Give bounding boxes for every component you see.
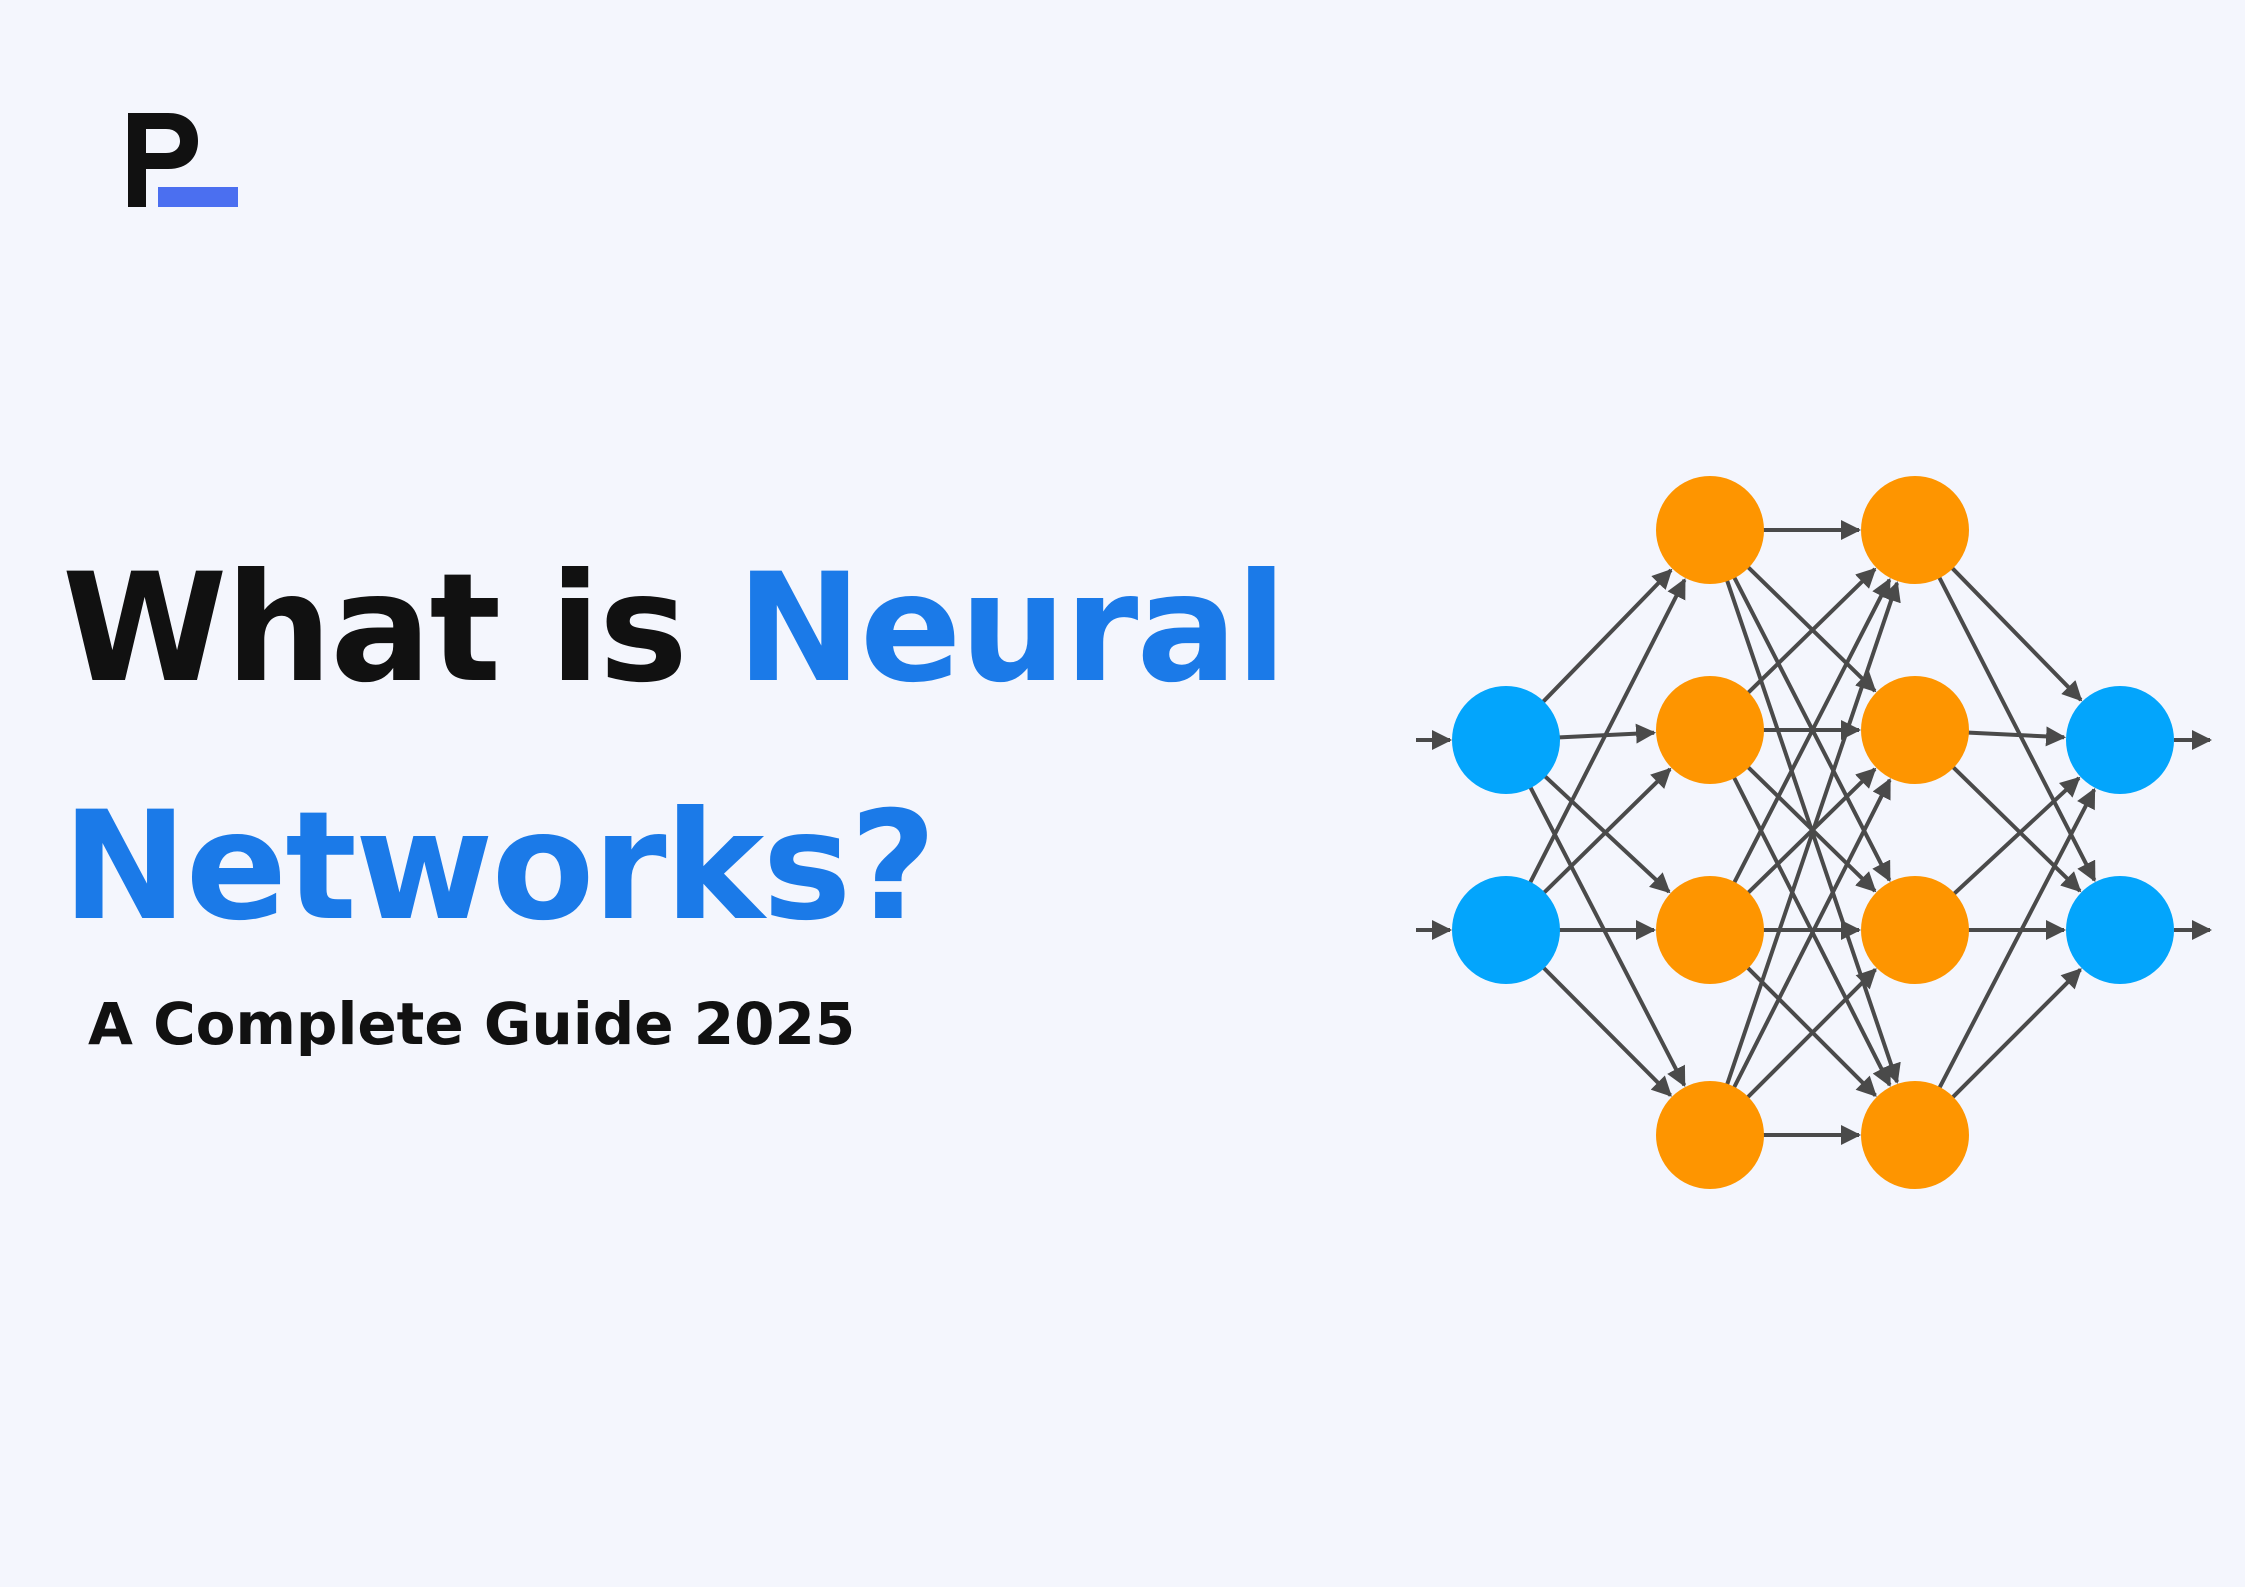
- connection-l1-n2-to-n1: [1527, 578, 1687, 886]
- connection-l3-n3-to-n1: [1951, 776, 2081, 897]
- connection-l2-n4-to-n1: [1724, 581, 1901, 1088]
- connection-l1-n2-to-n4: [1540, 964, 1672, 1097]
- hidden-1-node-3: [1656, 876, 1764, 984]
- hidden-1-node-4: [1656, 1081, 1764, 1189]
- hidden-2-node-1: [1861, 476, 1969, 584]
- hidden-2-node-4: [1861, 1081, 1969, 1189]
- connection-l2-n2-to-n1: [1745, 567, 1877, 696]
- output-node-2: [2066, 876, 2174, 984]
- title-accent-networks: Networks?: [62, 780, 937, 954]
- title-plain: What is: [62, 542, 737, 716]
- hidden-2-node-3: [1861, 876, 1969, 984]
- brand-logo: [128, 113, 238, 207]
- title-accent-neural: Neural: [736, 542, 1287, 716]
- input-node-1: [1452, 686, 1560, 794]
- hidden-1-node-1: [1656, 476, 1764, 584]
- connection-l3-n2-to-n2: [1950, 764, 2082, 893]
- logo-underline: [158, 187, 238, 207]
- connection-l3-n4-to-n2: [1949, 968, 2082, 1101]
- connection-l2-n4-to-n3: [1744, 968, 1877, 1101]
- connection-l1-n1-to-n1: [1540, 568, 1673, 705]
- neural-network-diagram: [1416, 476, 2212, 1189]
- connection-l1-n2-to-n2: [1541, 767, 1672, 896]
- output-node-1: [2066, 686, 2174, 794]
- connection-l3-n1-to-n2: [1936, 574, 2097, 882]
- connection-l2-n1-to-n2: [1745, 564, 1877, 693]
- input-node-2: [1452, 876, 1560, 984]
- logo-letter-p: [128, 113, 198, 207]
- connection-l3-n2-to-n1: [1966, 726, 2067, 747]
- connection-l3-n1-to-n1: [1949, 565, 2083, 702]
- nodes: [1452, 476, 2174, 1189]
- connection-l2-n3-to-n4: [1744, 964, 1877, 1097]
- connections: [1416, 520, 2212, 1145]
- connection-l2-n3-to-n1: [1731, 578, 1892, 886]
- hidden-2-node-2: [1861, 676, 1969, 784]
- subtitle: A Complete Guide 2025: [88, 990, 856, 1058]
- connection-l3-n4-to-n1: [1936, 787, 2096, 1091]
- hidden-1-node-2: [1656, 676, 1764, 784]
- connection-l2-n4-to-n2: [1731, 778, 1892, 1091]
- connection-l2-n2-to-n3: [1745, 764, 1877, 893]
